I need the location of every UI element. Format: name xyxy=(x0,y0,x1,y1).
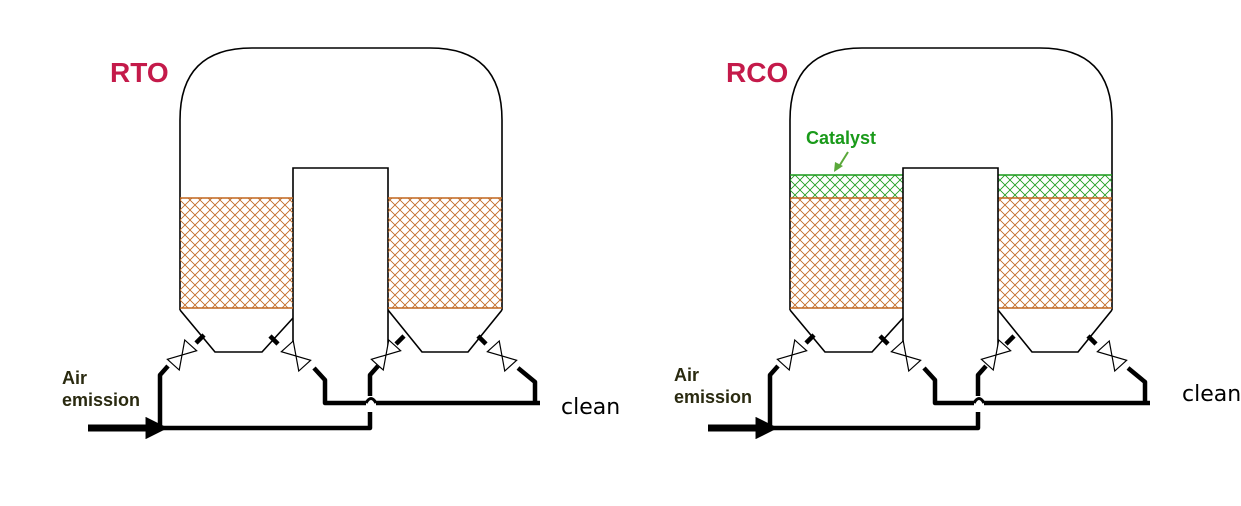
rco-valve-3 xyxy=(980,338,1012,372)
rto-valve-4 xyxy=(486,339,518,373)
rto-media-bed-left xyxy=(180,198,293,308)
rco-valve-1 xyxy=(776,338,808,372)
rco-catalyst-layer-right xyxy=(998,175,1112,198)
rto-piping xyxy=(88,333,540,431)
rto-valve-2 xyxy=(280,339,312,373)
rco-vessel-shell xyxy=(789,47,1113,310)
rto-inlet-label-2: emission xyxy=(62,390,140,410)
rco-unit: RCO Catalyst xyxy=(674,47,1241,440)
rto-valve-3 xyxy=(370,338,402,372)
rto-hopper-left xyxy=(179,309,294,353)
rto-media-bed-right xyxy=(388,198,502,308)
rco-outlet-label: clean xyxy=(1182,382,1241,407)
rto-valve-1 xyxy=(166,338,198,372)
rto-center-partition xyxy=(293,168,388,318)
rco-valve-4 xyxy=(1096,339,1128,373)
rco-hopper-right xyxy=(997,309,1113,353)
rco-title: RCO xyxy=(726,57,788,88)
rco-catalyst-layer-left xyxy=(790,175,903,198)
rto-vessel-shell xyxy=(179,47,503,310)
rco-valve-2 xyxy=(890,339,922,373)
rco-inlet-label-1: Air xyxy=(674,365,699,385)
rto-title: RTO xyxy=(110,57,169,88)
rto-inlet-label-1: Air xyxy=(62,368,87,388)
rco-catalyst-label: Catalyst xyxy=(806,128,876,148)
rco-piping xyxy=(708,333,1150,431)
rco-center-partition xyxy=(903,168,998,318)
rco-media-bed-right xyxy=(998,198,1112,308)
rco-media-bed-left xyxy=(790,198,903,308)
rto-unit: RTO xyxy=(62,47,620,440)
rco-hopper-left xyxy=(789,309,904,353)
rto-outlet-label: clean xyxy=(561,395,620,420)
rco-inlet-label-2: emission xyxy=(674,387,752,407)
rto-hopper-right xyxy=(387,309,503,353)
